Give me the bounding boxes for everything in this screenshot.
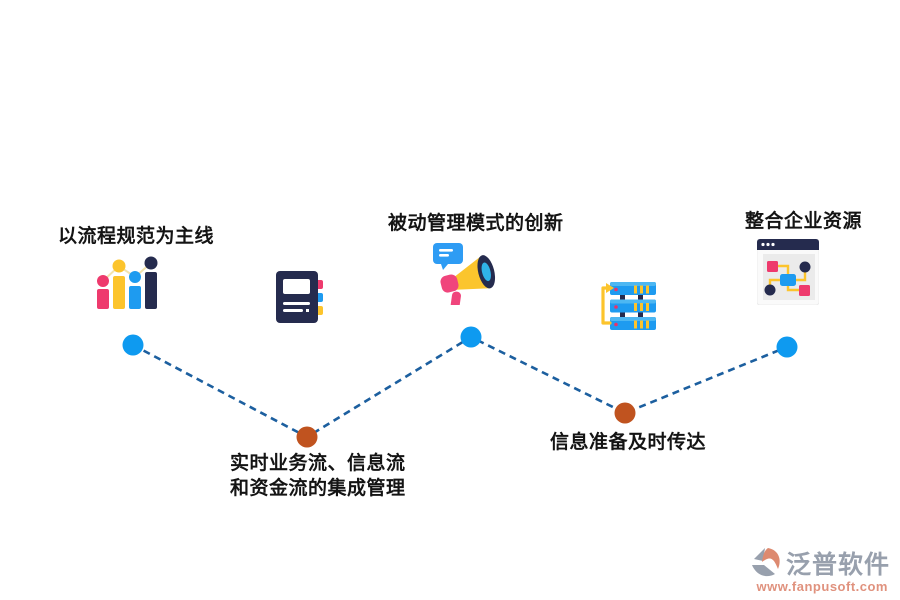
milestone-dot-5: [776, 336, 798, 358]
bar-chart-icon: [93, 255, 159, 311]
milestone-dot-2: [296, 426, 318, 448]
label-integrated-management-line1: 实时业务流、信息流: [230, 453, 406, 474]
notebook-icon: [276, 271, 324, 323]
server-stack-icon: [596, 281, 660, 333]
label-integrate-enterprise-resources: 整合企业资源: [745, 211, 863, 232]
brand-website: www.fanpusoft.com: [756, 579, 888, 594]
milestone-dot-4: [614, 402, 636, 424]
flowchart-window-icon: [757, 239, 819, 305]
zigzag-dashed-connector: [132, 335, 788, 439]
megaphone-icon: [430, 241, 502, 305]
milestone-dot-1: [122, 334, 144, 356]
brand-name: 泛普软件: [785, 551, 890, 579]
label-info-timely-delivery: 信息准备及时传达: [550, 432, 707, 453]
label-process-standard: 以流程规范为主线: [58, 226, 215, 247]
label-integrated-management: 实时业务流、信息流 和资金流的集成管理: [230, 451, 406, 501]
label-integrated-management-line2: 和资金流的集成管理: [230, 478, 406, 499]
brand-footer: 泛普软件 www.fanpusoft.com: [748, 545, 890, 594]
fanpu-logo-icon: [748, 545, 784, 581]
label-passive-management-innovation: 被动管理模式的创新: [388, 213, 564, 234]
milestone-dot-3: [460, 326, 482, 348]
